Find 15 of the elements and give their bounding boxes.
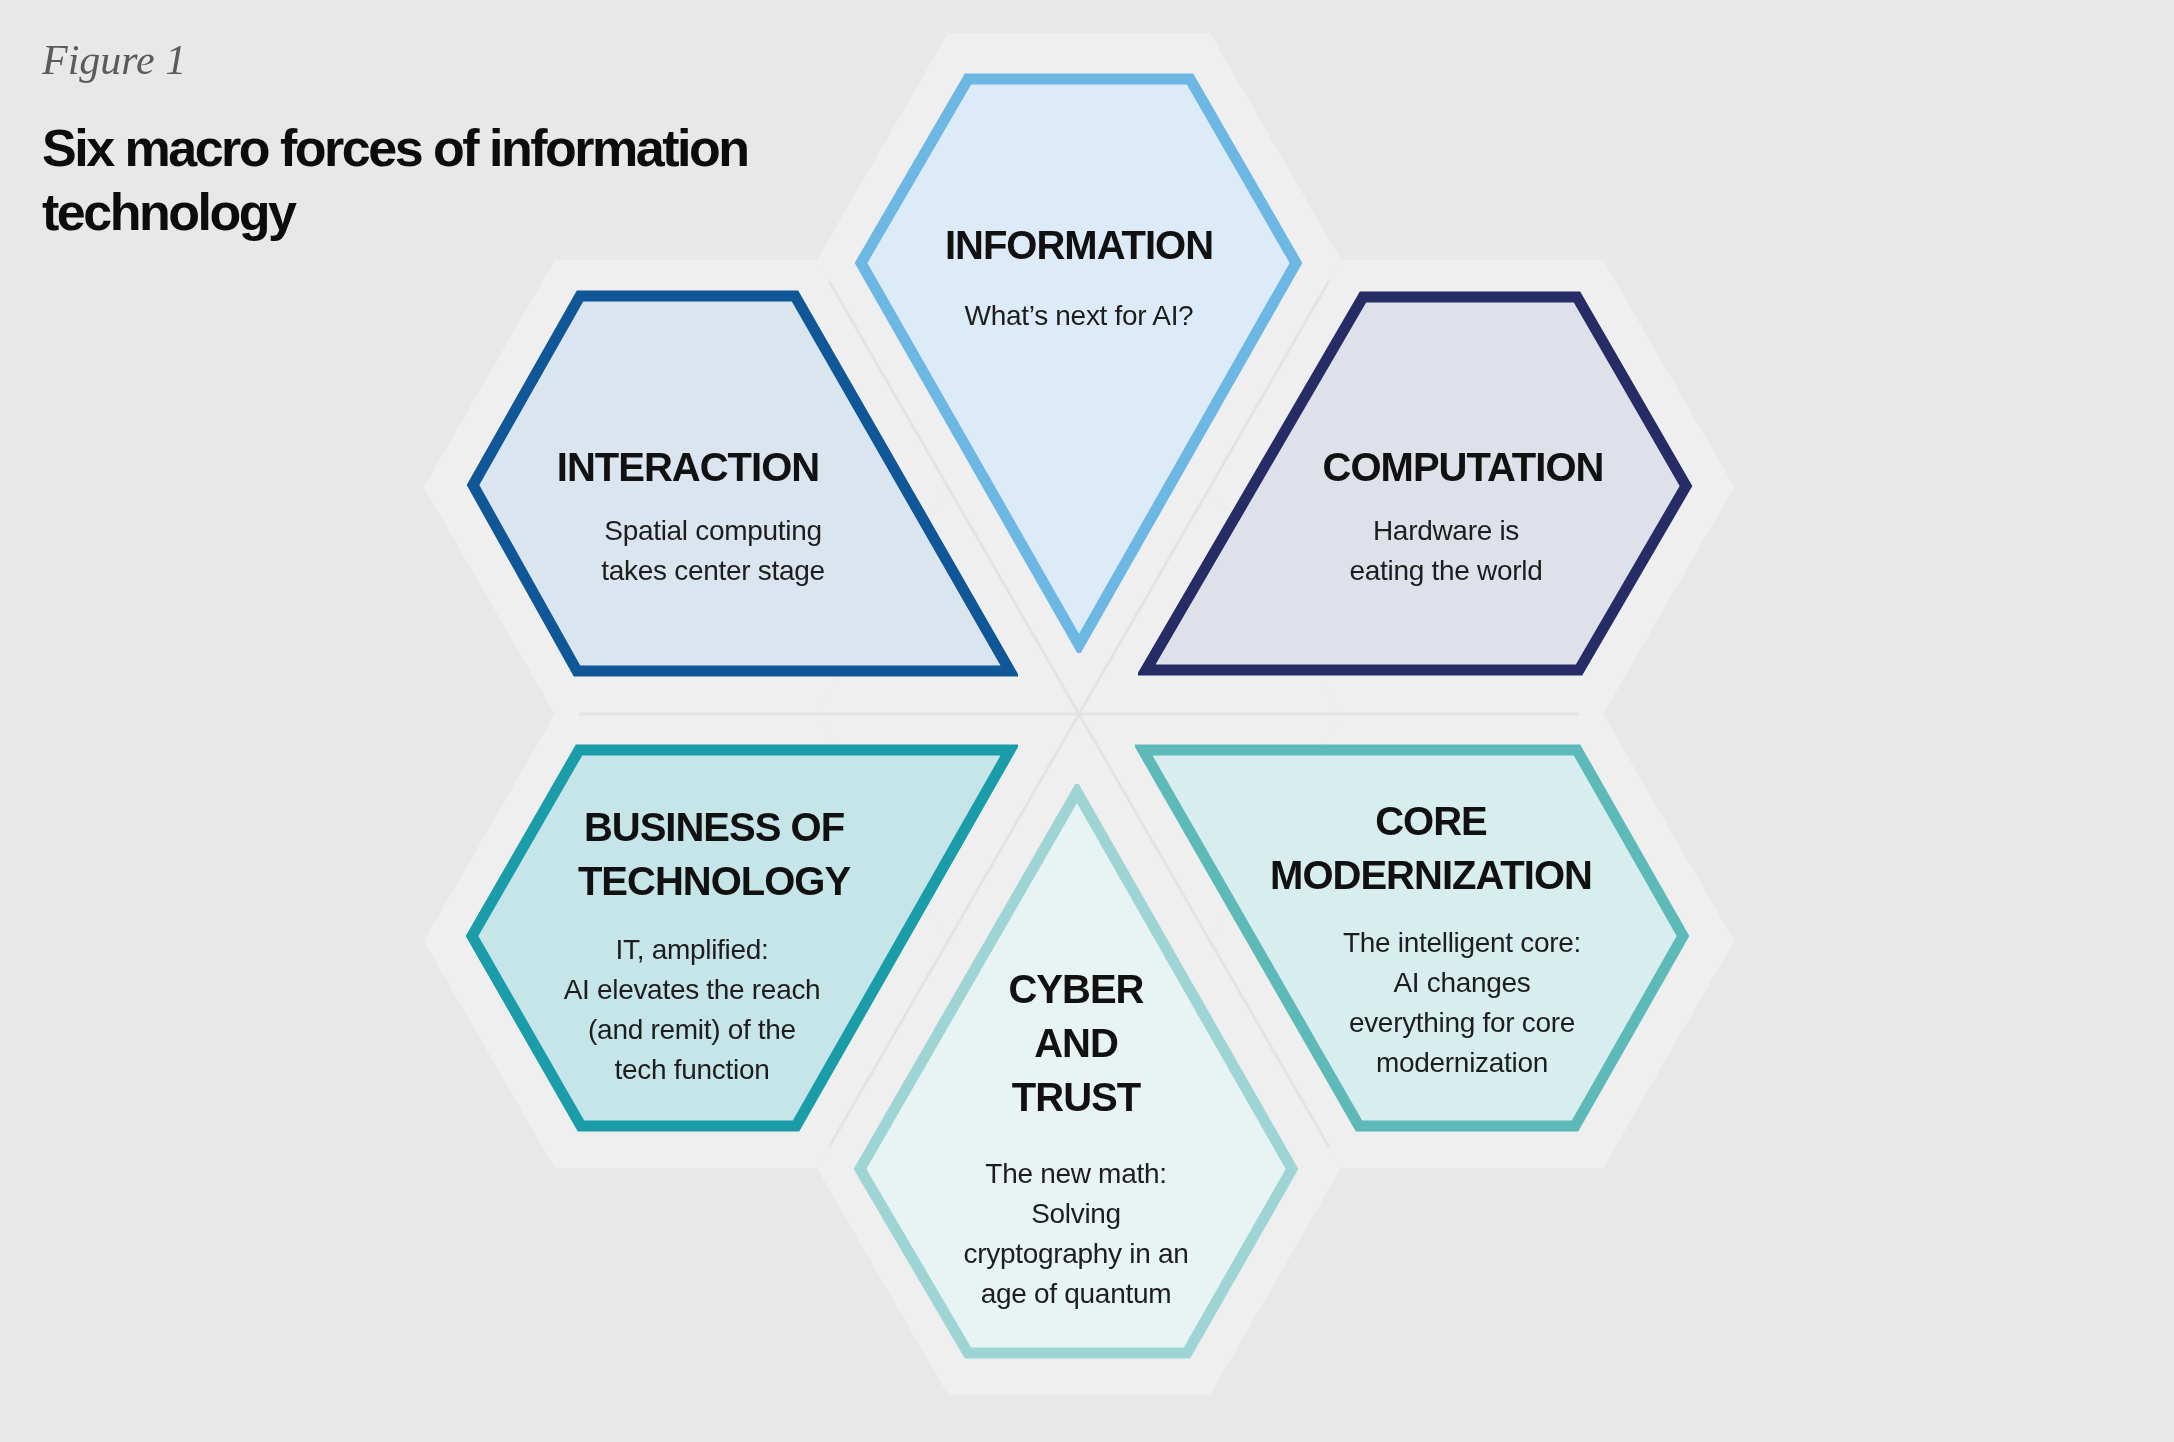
force-heading: CORE MODERNIZATION xyxy=(1270,798,1592,899)
force-heading: INTERACTION xyxy=(556,444,820,491)
force-description: IT, amplified: AI elevates the reach (and remit) of the tech function xyxy=(563,933,821,1087)
force-description: The intelligent core: AI changes everything for core modernization xyxy=(1342,926,1582,1080)
force-description: The new math: Solving cryptography in an age of quantum xyxy=(963,1157,1189,1311)
figure-number: Figure 1 xyxy=(42,36,187,85)
force-heading: INFORMATION xyxy=(944,222,1214,269)
force-description: Spatial computing takes center stage xyxy=(601,514,825,588)
force-heading: BUSINESS OF TECHNOLOGY xyxy=(577,804,851,905)
force-description: Hardware is eating the world xyxy=(1349,514,1543,588)
force-heading: COMPUTATION xyxy=(1322,444,1604,491)
pentagon-panel xyxy=(853,71,1304,653)
figure-title: Six macro forces of information technology xyxy=(42,118,748,243)
force-heading: CYBER AND TRUST xyxy=(1008,966,1144,1121)
force-description: What’s next for AI? xyxy=(964,299,1194,333)
